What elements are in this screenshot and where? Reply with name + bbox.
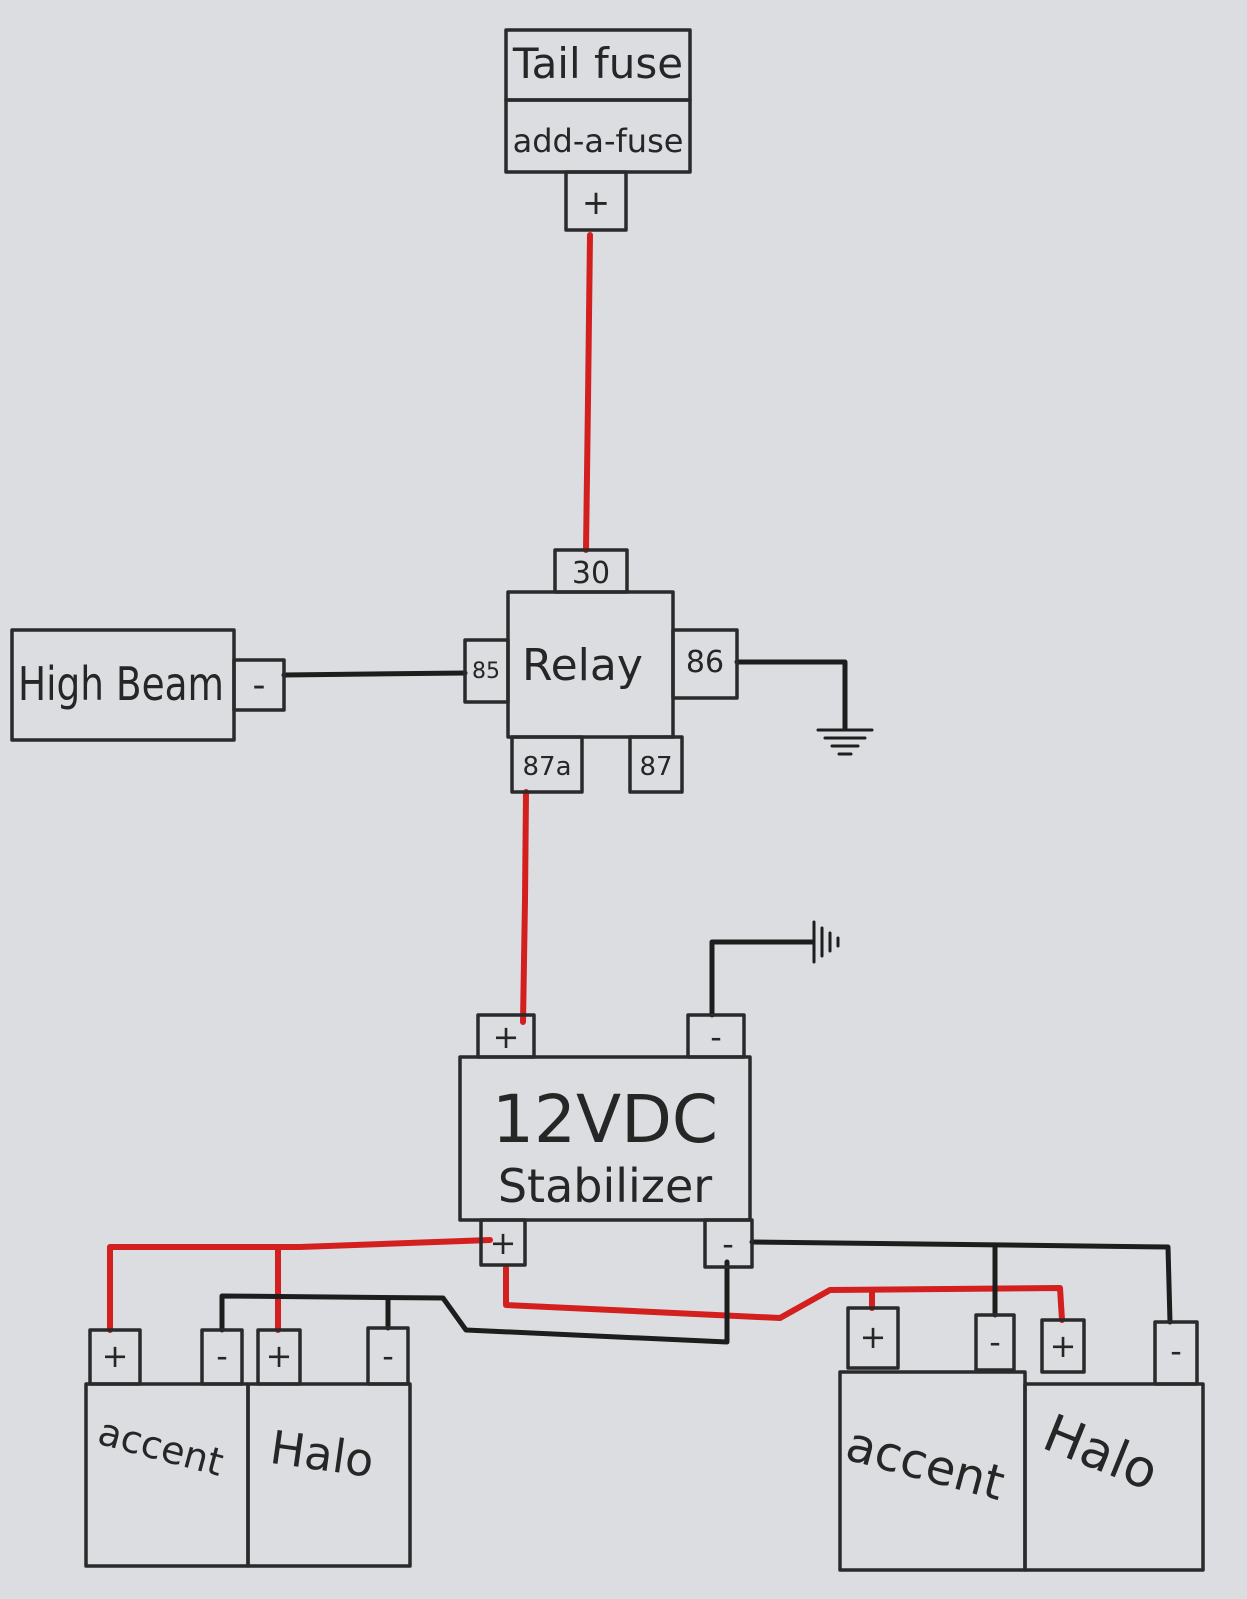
relay-label: Relay	[522, 640, 643, 691]
left-accent-plus: +	[102, 1337, 129, 1375]
wire-stabilizer-out-minus-to-right-lights	[749, 1239, 1173, 1325]
tail-fuse-label: Tail fuse	[512, 39, 683, 88]
stabilizer: + - 12VDC Stabilizer + -	[458, 1013, 754, 1269]
fuse-plus-terminal: +	[582, 183, 611, 223]
wire-relay-86-to-ground	[734, 659, 848, 731]
high-beam-minus-terminal: -	[253, 665, 266, 706]
relay: 30 Relay 85 86 87a 87	[463, 548, 739, 794]
right-lights: + - + - accent Halo	[838, 1306, 1205, 1572]
stabilizer-in-plus: +	[493, 1018, 520, 1056]
positive-wires	[107, 232, 1065, 1333]
tail-fuse: Tail fuse add-a-fuse +	[504, 28, 692, 232]
wire-stabilizer-plus-to-left-lights	[107, 1237, 493, 1333]
relay-pin-30: 30	[572, 556, 610, 591]
stabilizer-out-minus: -	[722, 1225, 734, 1263]
negative-wires	[219, 659, 1173, 1345]
right-halo-plus: +	[1050, 1327, 1077, 1365]
relay-pin-86: 86	[686, 645, 724, 680]
wire-fuse-to-relay-30	[583, 232, 593, 553]
stabilizer-label-line2: Stabilizer	[498, 1159, 712, 1213]
add-a-fuse-label: add-a-fuse	[513, 122, 684, 160]
relay-pin-87a: 87a	[522, 752, 571, 782]
wire-stabilizer-in-minus-to-ground	[709, 939, 816, 1018]
left-accent-minus: -	[216, 1337, 228, 1375]
left-halo-minus: -	[382, 1337, 394, 1375]
wire-87a-to-stabilizer-plus	[520, 789, 529, 1025]
high-beam: High Beam -	[10, 628, 286, 742]
relay-pin-85: 85	[472, 659, 500, 684]
stabilizer-out-plus: +	[490, 1224, 517, 1262]
ground-icon	[816, 728, 874, 756]
left-halo-label: Halo	[267, 1420, 377, 1488]
right-accent-plus: +	[860, 1318, 887, 1356]
relay-pin-87: 87	[639, 752, 672, 782]
stabilizer-label-line1: 12VDC	[492, 1081, 718, 1158]
right-halo-minus: -	[1170, 1332, 1182, 1370]
ground-icon	[812, 920, 840, 964]
left-accent-label: accent	[94, 1409, 228, 1484]
left-lights: + - + - accent Halo	[84, 1326, 412, 1568]
left-halo-plus: +	[266, 1337, 293, 1375]
wire-stabilizer-out-minus-to-left-lights	[219, 1259, 730, 1345]
right-accent-label: accent	[840, 1416, 1010, 1512]
high-beam-label: High Beam	[18, 657, 224, 711]
stabilizer-in-minus: -	[710, 1018, 722, 1056]
wire-stabilizer-plus-to-right-lights	[503, 1265, 1065, 1323]
right-halo-label: Halo	[1035, 1403, 1166, 1503]
right-accent-minus: -	[989, 1323, 1001, 1361]
wire-highbeam-to-relay-85	[281, 670, 468, 678]
